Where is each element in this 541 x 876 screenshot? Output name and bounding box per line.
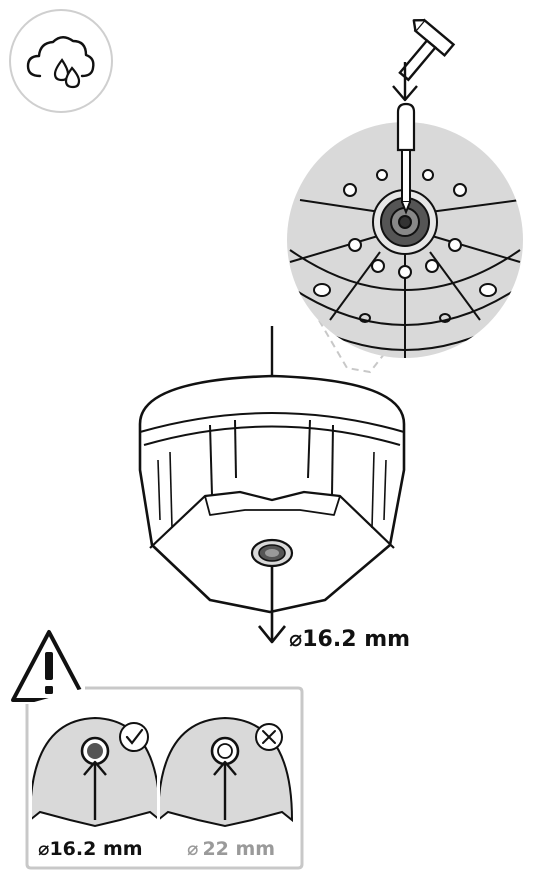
main-diameter-label: ⌀16.2 mm	[289, 627, 410, 652]
comparison-panel: ⌀16.2 mm ⌀22 mm	[25, 686, 304, 870]
correct-example	[32, 716, 157, 828]
wrong-diameter-label: ⌀22 mm	[187, 838, 275, 860]
warning-triangle-icon	[11, 630, 87, 702]
screwdriver-icon	[396, 102, 416, 215]
cross-circle-icon	[255, 723, 283, 751]
correct-diameter-label: ⌀16.2 mm	[38, 838, 143, 860]
cloud-rain-icon	[9, 9, 113, 113]
spool-cover	[138, 374, 406, 614]
down-arrow-icon	[392, 62, 418, 102]
hammer-icon	[398, 18, 456, 82]
main-arrow	[257, 565, 287, 644]
detail-view	[287, 102, 523, 374]
wrong-example	[160, 716, 294, 828]
check-circle-icon	[119, 722, 149, 752]
